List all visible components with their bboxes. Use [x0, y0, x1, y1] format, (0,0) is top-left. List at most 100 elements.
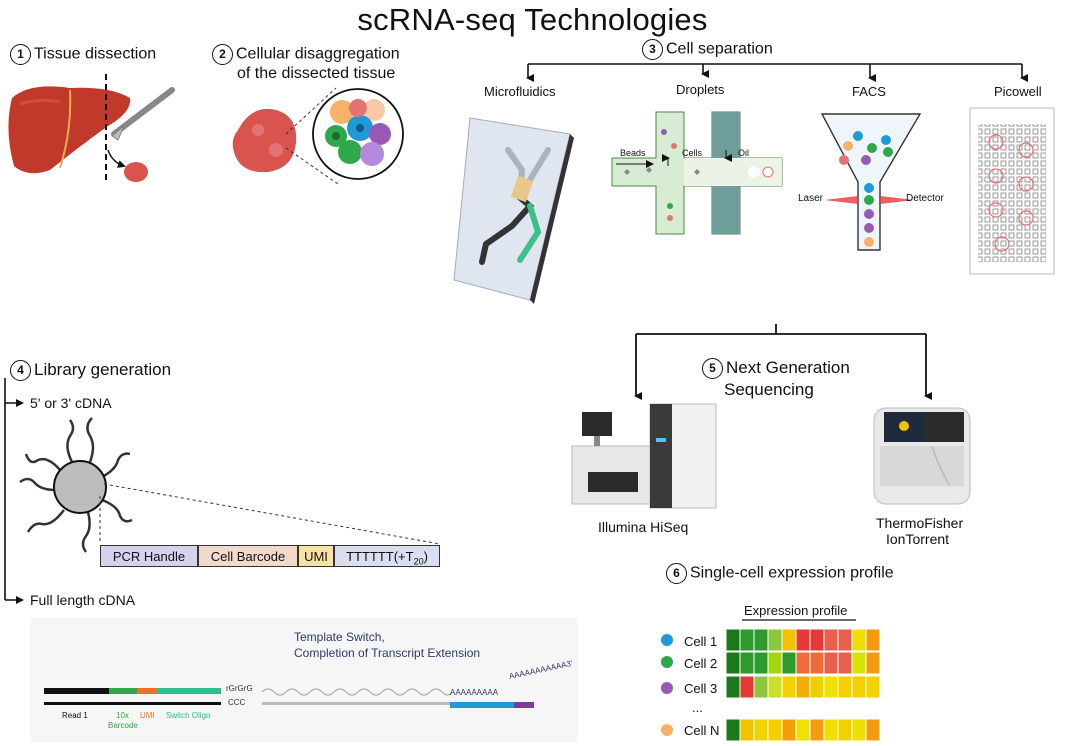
step6-text: Single-cell expression profile [690, 564, 894, 582]
heatmap-cell [753, 718, 769, 742]
sequencing-branch [634, 324, 932, 400]
step6-number: 6 [666, 563, 687, 584]
cell-ellipsis: ... [692, 700, 703, 715]
segment-polyt: TTTTTT(+T20) [334, 545, 440, 567]
heatmap-cell [851, 675, 867, 699]
heatmap-cell [753, 675, 769, 699]
heatmap-cell [767, 718, 783, 742]
segment-cell-barcode: Cell Barcode [198, 545, 298, 567]
heatmap-cell [767, 675, 783, 699]
heatmap-cell [851, 718, 867, 742]
droplets-oil-label: Oil [738, 148, 749, 158]
heatmap-cell [809, 675, 825, 699]
polya-label: AAAAAAAAA [450, 688, 499, 697]
switch-oligo-label: Switch Oligo [166, 711, 211, 720]
scalpel-icon [111, 87, 175, 141]
segment-pcr-handle: PCR Handle [100, 545, 198, 567]
polyt-text: TTTTTT(+T [346, 549, 414, 564]
heatmap-cell [823, 628, 839, 652]
thermofisher-iontorrent-icon [873, 407, 971, 505]
cell-dot-icon [661, 682, 673, 694]
heatmap-cell [809, 651, 825, 675]
separation-tree [526, 63, 1028, 82]
heatmap-cell [767, 651, 783, 675]
method-microfluidics: Microfluidics [484, 84, 556, 99]
template-switch-line1: Template Switch, [294, 630, 385, 644]
heatmap-cell [837, 718, 853, 742]
tenx-label: 10x [116, 711, 129, 720]
template-switch-panel [30, 618, 578, 742]
dissection-arrow [107, 149, 126, 168]
microfluidics-chip-icon [453, 117, 574, 304]
heatmap-cell [739, 628, 755, 652]
tenx-barcode-label: Barcode [108, 721, 138, 730]
cell-n-label: Cell N [684, 723, 720, 738]
heatmap-cell [725, 628, 741, 652]
rgrgrg-label: rGrGrG [226, 684, 253, 693]
tissue-piece-icon [124, 162, 148, 182]
page-title: scRNA-seq Technologies [357, 2, 708, 37]
method-droplets: Droplets [676, 82, 725, 97]
step1-text: Tissue dissection [34, 45, 157, 63]
droplets-cells-label: Cells [682, 148, 703, 158]
cell-dot-icon [661, 724, 673, 736]
facs-icon [820, 113, 922, 251]
illumina-hiseq-icon [571, 403, 717, 509]
method-facs: FACS [852, 84, 886, 99]
read1-label: Read 1 [62, 711, 88, 720]
heatmap-cell [795, 718, 811, 742]
heatmap-cell [781, 718, 797, 742]
droplets-beads-label: Beads [620, 148, 646, 158]
heatmap-cell [795, 628, 811, 652]
step5-number: 5 [702, 358, 723, 380]
heatmap-cell [781, 675, 797, 699]
cell-2-label: Cell 2 [684, 656, 718, 671]
heatmap-cell [795, 675, 811, 699]
heatmap-cell [837, 628, 853, 652]
heatmap-cell [781, 651, 797, 675]
umi-small-label: UMI [140, 711, 155, 720]
heatmap-cell [865, 675, 881, 699]
droplets-chip-icon [611, 111, 783, 235]
cell-1-label: Cell 1 [684, 634, 718, 649]
heatmap-cell [739, 675, 755, 699]
segment-umi: UMI [298, 545, 334, 567]
heatmap-cell [809, 718, 825, 742]
method-picowell: Picowell [994, 84, 1042, 99]
heatmap-cell [753, 628, 769, 652]
heatmap-cell [837, 651, 853, 675]
heatmap-cell [823, 651, 839, 675]
heatmap-cell [851, 651, 867, 675]
step4-number: 4 [10, 360, 31, 382]
step2-text-line1: Cellular disaggregation [236, 45, 400, 63]
step2-text-line2: of the dissected tissue [237, 65, 396, 82]
expression-heatmap [725, 628, 881, 742]
step5-text-line2: Sequencing [724, 380, 814, 399]
step4-text: Library generation [34, 360, 172, 379]
step3-number: 3 [642, 39, 663, 60]
thermo-label-line1: ThermoFisher [876, 515, 964, 531]
expression-profile-header: Expression profile [744, 603, 848, 618]
facs-laser-label: Laser [798, 193, 824, 204]
tissue-chunk-icon [232, 108, 297, 173]
step3-text: Cell separation [666, 40, 773, 58]
heatmap-cell [767, 628, 783, 652]
cell-3-label: Cell 3 [684, 681, 718, 696]
library-branch [4, 378, 24, 604]
heatmap-cell [781, 628, 797, 652]
heatmap-cell [753, 651, 769, 675]
step5-text-line1: Next Generation [726, 358, 850, 377]
heatmap-cell [809, 628, 825, 652]
heatmap-cell [739, 718, 755, 742]
heatmap-cell [725, 675, 741, 699]
step1-number: 1 [10, 44, 31, 65]
dissociated-cells-icon [312, 88, 404, 180]
polyt-subscript: 20 [413, 556, 424, 567]
template-switch-line2: Completion of Transcript Extension [294, 646, 481, 660]
